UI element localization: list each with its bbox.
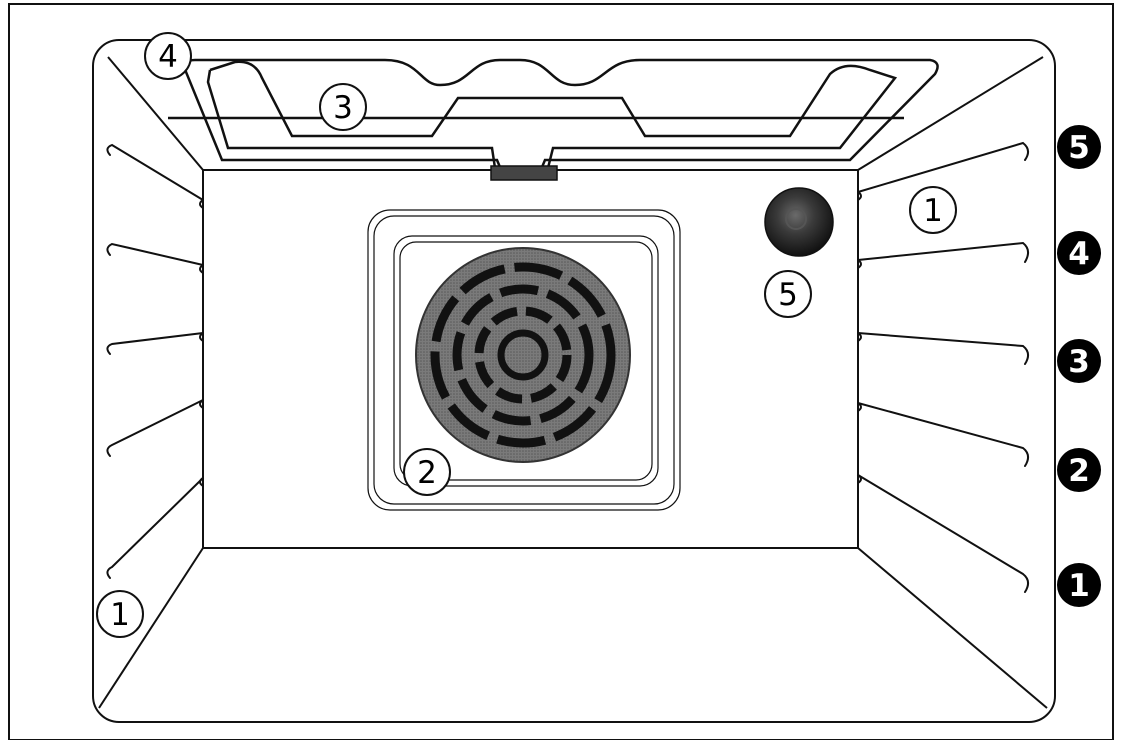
right-runner-1 [857, 474, 1029, 593]
shelf-level-3-label: 3 [1068, 344, 1090, 380]
callout-1-right-label: 1 [923, 193, 943, 229]
cavity-outline [92, 39, 1056, 723]
callout-1-right: 1 [909, 186, 957, 234]
right-runner-5 [857, 141, 1029, 193]
convection-fan [415, 247, 631, 463]
callout-4-label: 4 [158, 39, 178, 75]
left-runner-5 [106, 143, 204, 201]
left-runner-2 [106, 399, 204, 457]
left-runner-4 [106, 242, 204, 266]
grill-element-inner [206, 60, 898, 169]
shelf-level-4: 4 [1057, 231, 1101, 275]
shelf-level-2: 2 [1057, 448, 1101, 492]
right-runner-3 [857, 332, 1029, 365]
left-runner-3 [106, 332, 204, 355]
fan-cover [367, 209, 681, 511]
left-shelf-runners [106, 143, 204, 579]
shelf-level-5: 5 [1057, 125, 1101, 169]
oven-lamp [764, 187, 834, 257]
callout-2: 2 [403, 448, 451, 496]
element-connector [490, 165, 558, 181]
left-runner-1 [106, 477, 204, 579]
callout-4: 4 [144, 32, 192, 80]
callout-2-label: 2 [417, 455, 437, 491]
shelf-level-2-label: 2 [1068, 453, 1090, 489]
outer-frame [8, 3, 1114, 740]
shelf-level-4-label: 4 [1068, 236, 1090, 272]
right-shelf-runners [857, 141, 1029, 593]
callout-3: 3 [319, 83, 367, 131]
shelf-level-1-label: 1 [1068, 568, 1090, 604]
callout-3-label: 3 [333, 90, 353, 126]
callout-5-label: 5 [778, 277, 798, 313]
grill-element-outer [183, 58, 939, 173]
shelf-level-5-label: 5 [1068, 130, 1090, 166]
callout-1-left: 1 [96, 590, 144, 638]
callout-1-left-label: 1 [110, 597, 130, 633]
shelf-level-3: 3 [1057, 339, 1101, 383]
perspective-edges [98, 56, 1048, 709]
callout-5: 5 [764, 270, 812, 318]
shelf-level-1: 1 [1057, 563, 1101, 607]
right-runner-4 [857, 241, 1029, 263]
right-runner-2 [857, 402, 1029, 467]
